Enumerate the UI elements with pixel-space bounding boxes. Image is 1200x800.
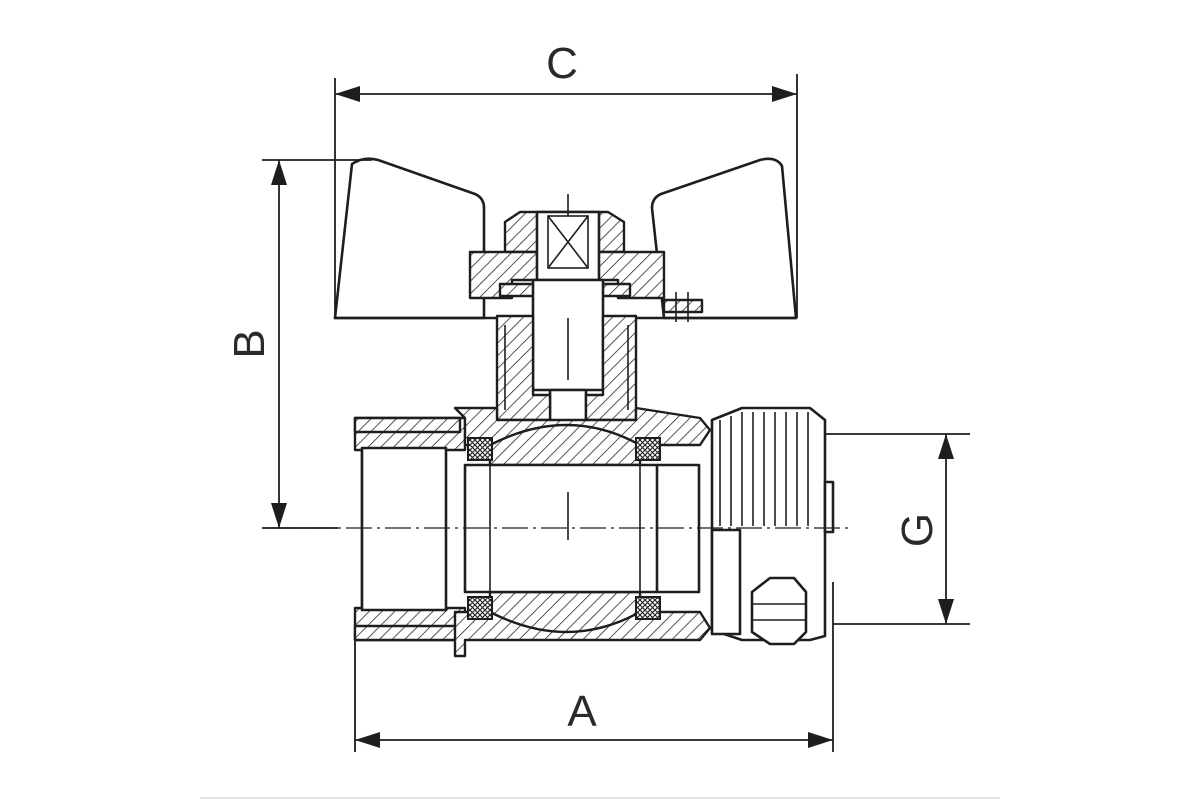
dimension-label-a: A — [567, 687, 597, 736]
dimension-a — [354, 582, 834, 752]
ball-seats — [467, 437, 661, 620]
left-threaded-end — [353, 416, 467, 642]
dimension-b — [262, 159, 372, 529]
dimension-c — [334, 74, 798, 318]
union-nut — [710, 406, 835, 646]
butterfly-handle — [333, 157, 798, 322]
dimension-label-b: B — [225, 329, 274, 358]
dimension-label-c: C — [546, 39, 578, 88]
dimension-label-g: G — [893, 513, 942, 547]
dimension-g — [825, 433, 970, 625]
